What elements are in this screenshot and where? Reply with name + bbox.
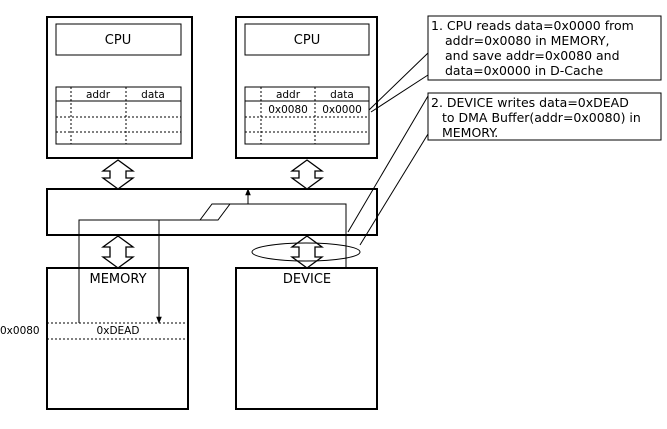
note-2-line: MEMORY. — [442, 125, 498, 140]
note-2-pointer — [347, 95, 429, 233]
cpu-left-cache-table — [55, 86, 182, 145]
cpu-right-title: CPU — [294, 33, 320, 48]
note-1-pointer — [368, 52, 429, 111]
cpu-right-cache-table — [244, 86, 370, 145]
note-1-line: and save addr=0x0080 and — [445, 48, 620, 63]
note-1-pointer — [370, 74, 429, 113]
dma-highlight-ellipse — [251, 242, 361, 262]
cpu-right-dcache: addr data 0x0080 0x0000 — [244, 86, 370, 145]
device-bus-arrow — [290, 235, 324, 269]
system-bus — [46, 188, 378, 236]
cpu-left-dcache: addr data — [55, 86, 182, 145]
cpu-left: CPU addr data — [46, 16, 193, 159]
memory-title: MEMORY — [89, 272, 146, 287]
cpu-left-title: CPU — [105, 33, 131, 48]
memory: MEMORY 0xDEAD 0x0080 — [0, 267, 189, 410]
device-box — [235, 267, 378, 410]
device-title: DEVICE — [283, 272, 331, 287]
note-1-line: data=0x0000 in D-Cache — [445, 63, 603, 78]
cpu-left-cache-header-addr: addr — [86, 89, 111, 101]
note-1-line: addr=0x0080 in MEMORY, — [445, 33, 609, 48]
device-to-memory-path — [156, 203, 347, 324]
memory-bus-arrow — [101, 235, 135, 269]
note-2-pointer — [359, 133, 429, 246]
cpu-right-title-box — [244, 23, 370, 56]
cpu-left-title-box — [55, 23, 182, 56]
cpu-right-cache-cell-addr: 0x0080 — [268, 104, 308, 116]
note-2-line: to DMA Buffer(addr=0x0080) in — [442, 110, 641, 125]
data-flow-paths — [78, 188, 347, 324]
cpu-right-bus-arrow — [290, 159, 324, 190]
cpu-right-cache-cell-data: 0x0000 — [322, 104, 362, 116]
note-2-line: 2. DEVICE writes data=0xDEAD — [431, 95, 629, 110]
cpu-left-bus-arrow — [101, 159, 135, 190]
cpu-right-cache-header-data: data — [330, 89, 354, 101]
memory-address-label: 0x0080 — [0, 325, 40, 337]
cpu-right: CPU addr data 0x0080 0x0000 — [235, 16, 378, 159]
cpu-right-cache-header-addr: addr — [276, 89, 301, 101]
note-1-line: 1. CPU reads data=0x0000 from — [431, 18, 634, 33]
device: DEVICE — [235, 267, 378, 410]
note-1-box — [427, 15, 662, 81]
note-2-box — [427, 92, 662, 141]
cpu-left-cache-header-data: data — [141, 89, 165, 101]
note-1: 1. CPU reads data=0x0000 from addr=0x008… — [368, 15, 662, 113]
memory-cell-value: 0xDEAD — [97, 325, 140, 337]
note-2: 2. DEVICE writes data=0xDEAD to DMA Buff… — [347, 92, 662, 246]
